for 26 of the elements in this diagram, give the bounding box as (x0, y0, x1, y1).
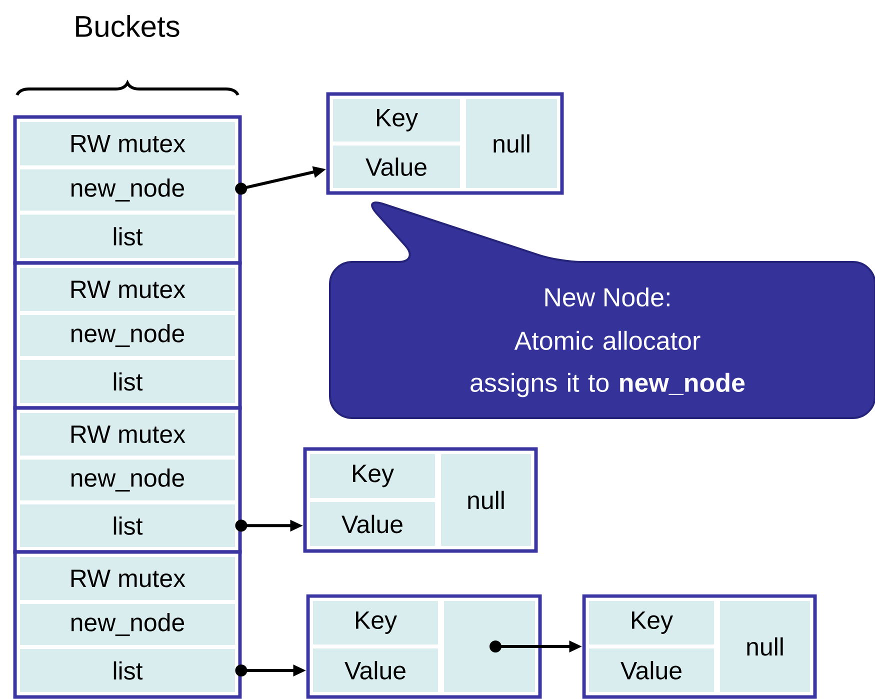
node-field: null (441, 454, 531, 546)
bucket-field: RW mutex (20, 557, 235, 600)
node-field: Key (589, 601, 714, 644)
callout-bubble: New Node: Atomic allocator assigns it to new_node (329, 201, 875, 419)
bucket-field: list (20, 649, 235, 692)
bucket-field: new_node (20, 315, 235, 356)
node-field: null (466, 99, 557, 188)
bucket-field: RW mutex (20, 268, 235, 311)
node-field: Value (310, 502, 435, 546)
bucket-field: new_node (20, 169, 235, 211)
bucket-field: RW mutex (20, 122, 235, 166)
bucket-field: RW mutex (20, 413, 235, 456)
node-field: Value (313, 648, 438, 692)
bucket-field: new_node (20, 460, 235, 500)
node-field: Key (333, 99, 460, 142)
bucket-field: list (20, 214, 235, 258)
node-field: Key (310, 454, 435, 498)
node-field: Value (333, 146, 460, 188)
bucket-field: new_node (20, 604, 235, 645)
node-field (444, 601, 535, 692)
heading: Buckets (76, 14, 180, 38)
node-field: null (720, 601, 810, 692)
bucket-field: list (20, 360, 235, 403)
bucket-field: list (20, 504, 235, 547)
node-field: Value (589, 648, 714, 692)
node-field: Key (313, 601, 438, 644)
